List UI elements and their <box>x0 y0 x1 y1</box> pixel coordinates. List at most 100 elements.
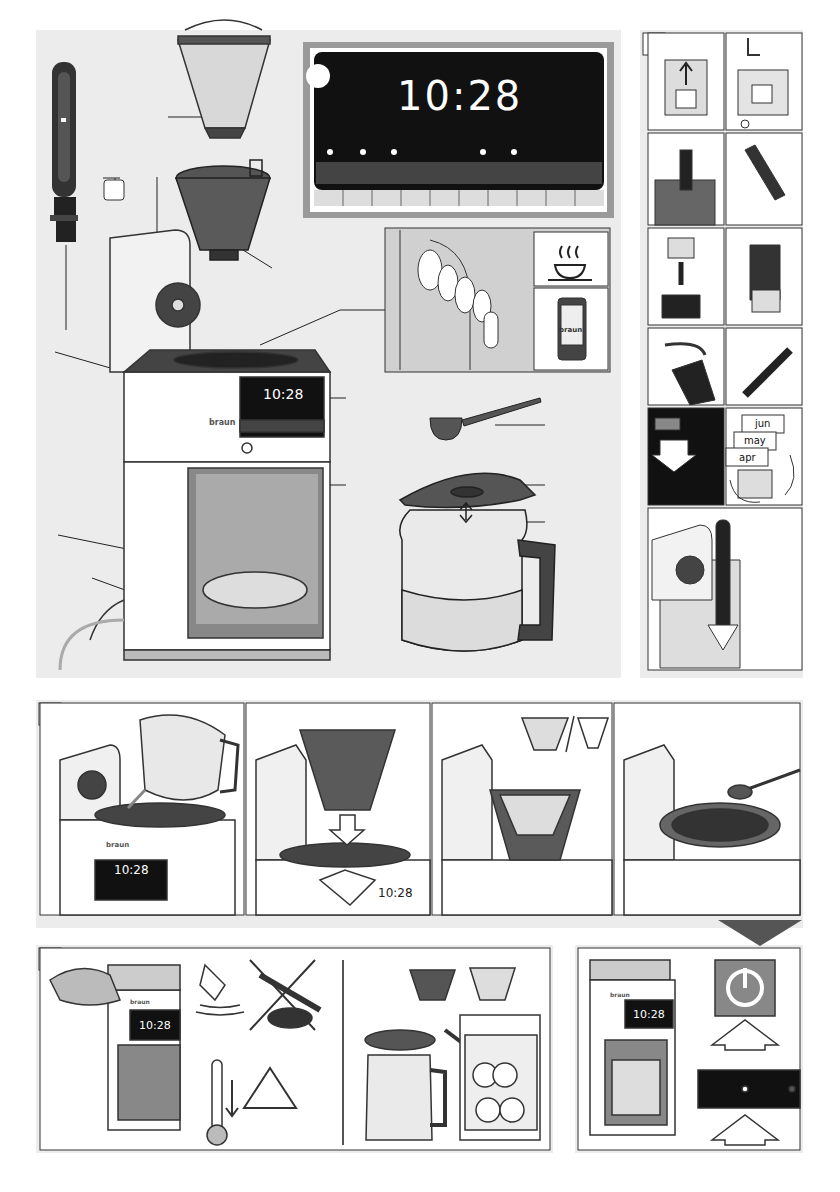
drawing-path <box>460 1015 540 1140</box>
drawing-rect <box>648 328 724 405</box>
drawing-rect <box>130 1010 180 1040</box>
drawing-line <box>103 178 120 179</box>
drawing-circle <box>172 299 184 311</box>
drawing-path <box>124 372 330 462</box>
drawing-path <box>712 1020 778 1050</box>
drawing-circle <box>511 149 517 155</box>
drawing-path <box>470 968 515 1000</box>
drawing-rect <box>648 133 724 225</box>
drawing-line <box>575 190 576 206</box>
drawing-rect <box>188 468 323 638</box>
drawing-circle <box>207 1125 227 1145</box>
cleaning-steps <box>40 948 550 1150</box>
drawing-rect <box>676 90 696 108</box>
drawing-rect <box>726 408 802 505</box>
drawing-path <box>140 715 225 800</box>
drawing-path <box>256 860 430 915</box>
display-time: 10:28 <box>263 387 303 401</box>
drawing-path <box>124 462 330 650</box>
drawing-g <box>343 190 575 206</box>
drawing-rect <box>95 860 167 900</box>
drawing-rect <box>118 1045 180 1120</box>
panel-grounds <box>36 30 803 1153</box>
drawing-rect <box>316 162 602 184</box>
drawing-rect <box>698 1070 800 1108</box>
drawing-line <box>343 190 344 206</box>
filter-steps <box>648 33 802 670</box>
start-step <box>578 948 800 1150</box>
drawing-rect <box>385 228 610 372</box>
drawing-rect <box>58 72 70 182</box>
drawing-path <box>124 650 330 660</box>
drawing-rect <box>36 945 553 1153</box>
drawing-rect <box>178 36 270 44</box>
drawing-ellipse <box>660 803 780 847</box>
drawing-circle <box>306 64 330 88</box>
panel-markers <box>39 33 665 970</box>
drawing-rect <box>36 30 621 678</box>
drawing-ellipse <box>174 352 298 368</box>
drawing-circle <box>741 120 749 128</box>
drawing-rect <box>734 432 776 450</box>
drawing-rect <box>726 133 802 225</box>
drawing-path <box>745 350 790 395</box>
drawing-path <box>522 718 568 750</box>
drawing-path <box>320 870 375 905</box>
drawing-path <box>578 718 608 748</box>
drawing-line <box>401 190 402 206</box>
drawing-path <box>220 740 238 792</box>
drawing-rect <box>726 228 802 325</box>
display-inset <box>303 42 614 218</box>
drawing-rect <box>726 448 768 466</box>
drawing-line <box>342 960 344 1145</box>
drawing-rect <box>648 33 724 130</box>
drawing-path <box>124 350 330 372</box>
drawing-line <box>488 190 489 206</box>
drawing-path <box>330 815 364 845</box>
drawing-rect <box>561 305 583 345</box>
drawing-path <box>430 418 462 440</box>
drawing-g <box>327 149 517 155</box>
drawing-line <box>340 310 385 311</box>
drawing-circle <box>391 149 397 155</box>
display-time: 10:28 <box>139 1020 171 1031</box>
drawing-path <box>60 820 235 915</box>
drawing-path <box>430 1070 445 1125</box>
drawing-path <box>745 770 800 790</box>
drawing-ellipse <box>95 803 225 827</box>
display-time: 10:28 <box>378 887 413 899</box>
selector-inset <box>385 228 610 372</box>
drawing-rect <box>752 85 772 103</box>
drawing-rect <box>246 703 430 915</box>
drawing-ellipse <box>455 277 475 313</box>
drawing-path <box>300 730 395 810</box>
drawing-path <box>400 510 527 651</box>
drawing-path <box>60 620 124 670</box>
drawing-ellipse <box>203 572 307 608</box>
drawing-path <box>200 965 225 1000</box>
drawing-g <box>418 250 491 322</box>
drawing-rect <box>36 700 803 928</box>
drawing-circle <box>742 1086 748 1092</box>
drawing-ellipse <box>728 785 752 799</box>
drawing-path <box>442 745 492 860</box>
drawing-rect <box>310 48 607 212</box>
drawing-line <box>243 250 272 268</box>
drawing-rect <box>590 960 670 980</box>
drawing-rect <box>50 215 78 221</box>
drawing-ellipse <box>672 809 768 841</box>
drawing-path <box>672 360 715 405</box>
drawing-rect <box>752 290 780 312</box>
drawing-path <box>490 790 580 860</box>
drawing-rect <box>625 1000 673 1028</box>
drawing-rect <box>614 703 800 915</box>
drawing-rect <box>534 232 608 286</box>
display-time: 10:28 <box>633 1009 665 1020</box>
drawing-rect <box>210 250 238 260</box>
drawing-path <box>680 63 692 85</box>
drawing-path <box>500 795 570 835</box>
drawing-rect <box>575 945 803 1153</box>
drawing-rect <box>212 1060 222 1130</box>
drawing-rect <box>108 965 180 990</box>
